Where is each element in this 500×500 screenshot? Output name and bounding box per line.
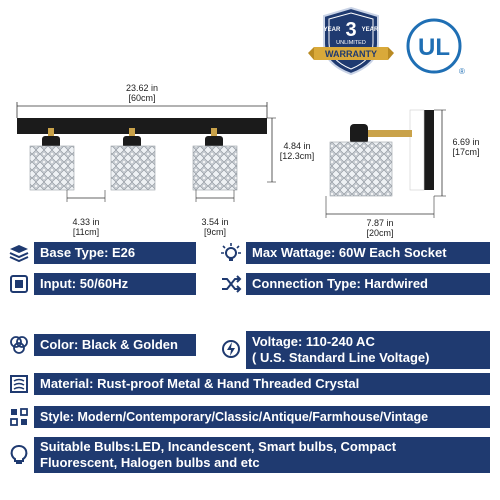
badge-year-right: YEAR (362, 27, 379, 33)
badge-year-left: YEAR (324, 27, 341, 33)
ul-certification-logo: UL ® (406, 16, 466, 76)
depth-label: 7.87 in [20cm] (352, 218, 408, 238)
spec-base-type: Base Type: E26 (34, 242, 196, 264)
height-label: 4.84 in [12.3cm] (272, 141, 322, 161)
ul-circle-icon: UL ® (406, 18, 465, 76)
shuffle-arrows-icon (220, 273, 242, 295)
width-inches: 23.62 in (125, 83, 159, 93)
spacing-cm: [11cm] (72, 227, 100, 237)
spec-material: Material: Rust-proof Metal & Hand Thread… (34, 373, 490, 395)
fabric-texture-icon (8, 373, 30, 395)
color-circles-icon (8, 334, 30, 356)
plug-socket-icon (8, 273, 30, 295)
depth-inches: 7.87 in (366, 218, 394, 228)
side-height-cm: [17cm] (452, 147, 480, 157)
warranty-shield-icon: 3 YEAR YEAR UNLIMITED WARRANTY (308, 6, 394, 76)
spec-voltage-line1: Voltage: 110-240 AC (252, 334, 375, 349)
spec-input: Input: 50/60Hz (34, 273, 196, 295)
voltage-cycle-icon (220, 338, 242, 360)
spec-bulbs-line2: Fluorescent, Halogen bulbs and etc (40, 455, 260, 470)
front-fixture-3 (192, 128, 238, 191)
badge-ribbon: WARRANTY (325, 49, 377, 59)
shade-cm: [9cm] (203, 227, 226, 237)
spacing-inches: 4.33 in (72, 217, 100, 227)
front-fixture-1 (29, 128, 75, 191)
dimension-drawing: 23.62 in [60cm] 4.84 in [12.3cm] 4.33 in… (0, 78, 500, 238)
side-height-label: 6.69 in [17cm] (444, 137, 488, 157)
side-view-fixture (329, 109, 434, 197)
spec-connection-type: Connection Type: Hardwired (246, 273, 490, 295)
spec-suitable-bulbs: Suitable Bulbs:LED, Incandescent, Smart … (34, 437, 490, 473)
ul-registered-mark: ® (459, 67, 465, 76)
front-fixture-2 (110, 128, 156, 191)
spec-style: Style: Modern/Contemporary/Classic/Antiq… (34, 406, 490, 428)
spec-voltage: Voltage: 110-240 AC ( U.S. Standard Line… (246, 331, 490, 369)
width-cm: [60cm] (128, 93, 156, 103)
spec-max-wattage: Max Wattage: 60W Each Socket (246, 242, 490, 264)
stack-layers-icon (8, 242, 30, 264)
width-label: 23.62 in [60cm] (112, 83, 172, 103)
height-inches: 4.84 in (283, 141, 311, 151)
shade-inches: 3.54 in (201, 217, 229, 227)
light-bulb-icon (8, 444, 30, 466)
spec-color: Color: Black & Golden (34, 334, 196, 356)
light-bulb-rays-icon (220, 242, 242, 264)
spacing-label: 4.33 in [11cm] (58, 217, 114, 237)
badge-unlimited: UNLIMITED (336, 40, 366, 46)
ul-text: UL (418, 34, 450, 61)
fixture-dimension-svg (16, 102, 446, 218)
warranty-badge: 3 YEAR YEAR UNLIMITED WARRANTY (306, 6, 396, 76)
depth-cm: [20cm] (366, 228, 394, 238)
spec-bulbs-line1: Suitable Bulbs:LED, Incandescent, Smart … (40, 439, 397, 454)
height-cm: [12.3cm] (279, 151, 315, 161)
front-backplate (17, 118, 267, 134)
badge-year-number: 3 (345, 19, 356, 41)
side-height-inches: 6.69 in (452, 137, 480, 147)
spec-voltage-line2: ( U.S. Standard Line Voltage) (252, 350, 430, 365)
shade-label: 3.54 in [9cm] (187, 217, 243, 237)
style-grid-icon (8, 406, 30, 428)
